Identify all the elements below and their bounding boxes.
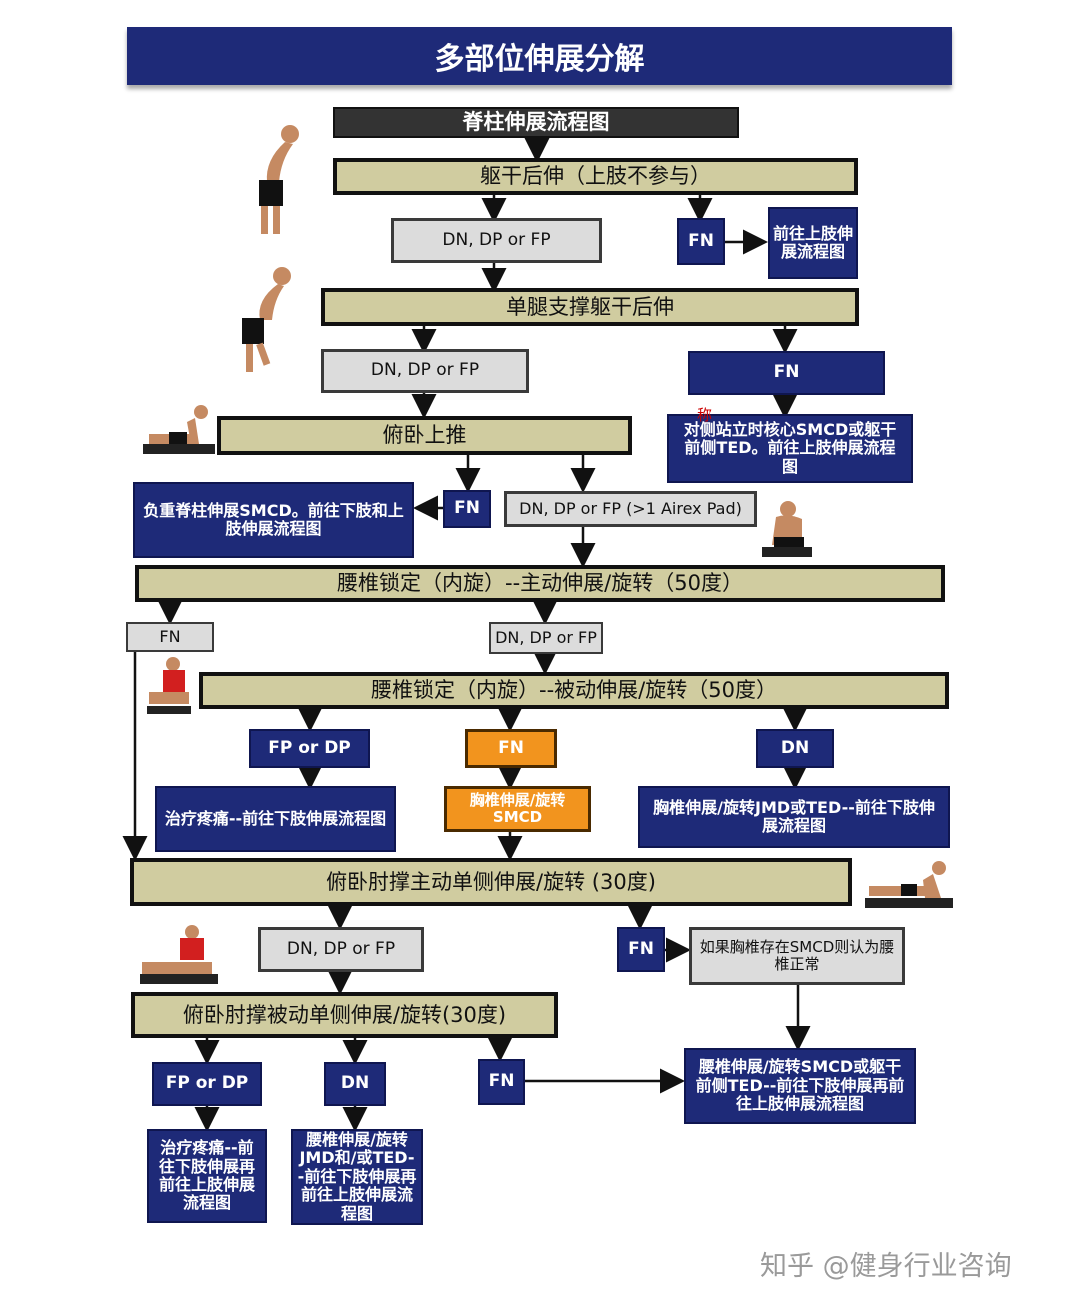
prone-push-up-step: 俯卧上推 (217, 416, 632, 455)
lumbar-jmd-box: 腰椎伸展/旋转JMD和/或TED--前往下肢伸展再前往上肢伸展流程图 (291, 1129, 423, 1225)
assisted-prone-figure (140, 925, 218, 984)
fn-outcome: FN (617, 927, 665, 972)
fp-dp-outcome: FP or DP (152, 1062, 262, 1106)
lumbar-smcd-box: 腰椎伸展/旋转SMCD或躯干前侧TED--前往下肢伸展再前往上肢伸展流程图 (684, 1048, 916, 1124)
dn-dp-fp-outcome: DN, DP or FP (391, 218, 602, 263)
thoracic-jmd-box: 胸椎伸展/旋转JMD或TED--前往下肢伸展流程图 (638, 786, 950, 848)
contralateral-core-box: 对侧站立时核心SMCD或躯干前侧TED。前往上肢伸展流程图 (667, 414, 913, 483)
prone-elbow-figure (865, 861, 953, 908)
single-leg-backbend-figure (242, 267, 291, 372)
fn-outcome: FN (677, 218, 725, 265)
standing-backbend-figure (259, 125, 299, 234)
prone-press-up-figure (143, 405, 215, 454)
fn-outcome: FN (478, 1059, 525, 1105)
fp-dp-outcome: FP or DP (249, 729, 370, 768)
go-upper-limb-box: 前往上肢伸展流程图 (768, 207, 858, 279)
fn-outcome: FN (688, 351, 885, 395)
trunk-back-extension-step: 躯干后伸（上肢不参与） (333, 158, 858, 195)
dn-dp-fp-outcome: DN, DP or FP (321, 349, 529, 393)
red-mark: 称 (697, 406, 713, 424)
dn-outcome: DN (756, 729, 834, 768)
assisted-rotation-figure (147, 657, 191, 714)
seated-rotation-figure (762, 501, 812, 557)
dn-dp-fp-outcome: DN, DP or FP (489, 622, 603, 654)
treat-pain-lower-box: 治疗疼痛--前往下肢伸展流程图 (155, 786, 396, 852)
thoracic-smcd-box: 胸椎伸展/旋转SMCD (444, 786, 591, 832)
treat-pain-upper-box: 治疗疼痛--前往下肢伸展再前往上肢伸展流程图 (147, 1129, 267, 1223)
single-leg-extension-step: 单腿支撑躯干后伸 (321, 288, 859, 326)
dn-outcome: DN (324, 1062, 386, 1106)
prone-elbow-passive-step: 俯卧肘撑被动单侧伸展/旋转(30度) (131, 992, 558, 1038)
prone-elbow-active-step: 俯卧肘撑主动单侧伸展/旋转 (30度) (130, 858, 852, 906)
lumbar-lock-active-step: 腰椎锁定（内旋）--主动伸展/旋转（50度） (135, 565, 945, 602)
dn-dp-fp-outcome: DN, DP or FP (258, 927, 424, 972)
fn-outcome: FN (126, 622, 214, 652)
spine-flow-header: 脊柱伸展流程图 (333, 107, 739, 138)
thoracic-condition-note: 如果胸椎存在SMCD则认为腰椎正常 (689, 927, 905, 985)
watermark: 知乎 @健身行业咨询 (760, 1251, 1012, 1282)
dn-airex-outcome: DN, DP or FP (>1 Airex Pad) (504, 491, 757, 527)
weight-bearing-spine-box: 负重脊柱伸展SMCD。前往下肢和上肢伸展流程图 (133, 482, 414, 558)
fn-orange-outcome: FN (465, 729, 557, 768)
page-title: 多部位伸展分解 (127, 27, 952, 85)
fn-outcome: FN (443, 490, 491, 528)
lumbar-lock-passive-step: 腰椎锁定（内旋）--被动伸展/旋转（50度） (199, 672, 949, 709)
